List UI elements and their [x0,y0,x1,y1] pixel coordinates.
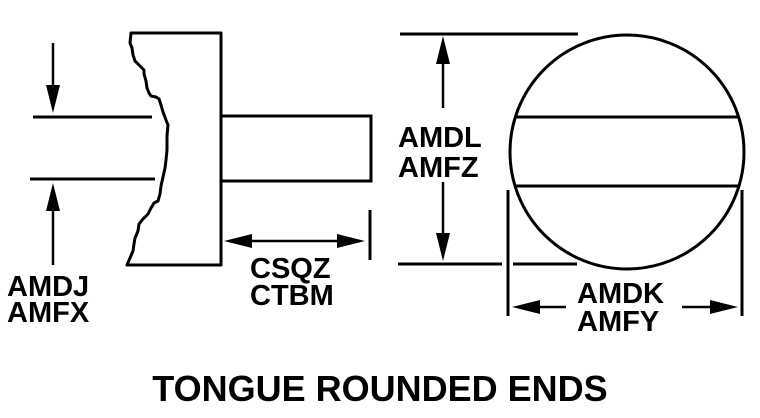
thickness-code-2: AMFX [7,297,90,329]
diagram-title: TONGUE ROUNDED ENDS [152,368,607,409]
diameter-arrow-up-head [436,36,450,64]
diameter-arrow-down-head [436,233,450,261]
length-arrow-left-head [224,234,252,248]
length-code-2: CTBM [250,280,334,312]
width-arrow-left-head [512,300,540,314]
width-dimension-arrow [512,300,738,314]
width-code-2: AMFY [577,306,659,338]
length-arrow-right-head [337,234,365,248]
diameter-code-2: AMFZ [398,152,479,184]
length-code-1: CSQZ [250,253,331,285]
diameter-dimension-arrow [436,36,450,261]
tongue-rectangle [219,114,373,183]
thickness-arrow-up-head [46,183,60,211]
end-view: AMDL AMFZ AMDK AMFY [398,32,746,338]
length-dimension-arrow [224,234,365,248]
thickness-arrow-down-head [46,85,60,113]
side-view: AMDJ AMFX CSQZ CTBM [7,31,373,329]
thickness-code-1: AMDJ [7,271,89,303]
width-arrow-right-head [710,300,738,314]
thickness-dimension-arrows [46,43,60,265]
body-block-broken-section [125,31,223,267]
end-circle [508,33,746,271]
width-code-1: AMDK [577,278,664,310]
diameter-code-1: AMDL [398,122,482,154]
